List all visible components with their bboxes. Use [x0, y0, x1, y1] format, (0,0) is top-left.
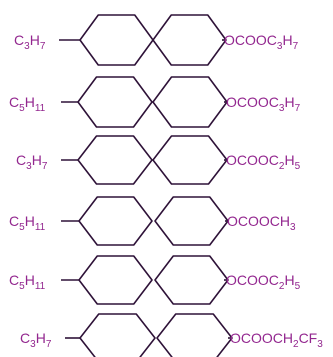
right-text: H: [282, 32, 292, 48]
left-text: C: [20, 330, 30, 346]
left-text: C: [14, 32, 24, 48]
left-subscript: 5: [19, 281, 25, 292]
cyclohexane-ring-1: [78, 255, 153, 305]
right-group-label: OCOOC3H7: [224, 32, 299, 52]
right-text: OCOOCH: [230, 330, 293, 346]
right-text: CF: [299, 330, 318, 346]
cyclohexane-ring-2: [152, 135, 228, 185]
cyclohexane-ring-1: [79, 313, 156, 357]
right-text: OCOOC: [226, 94, 279, 110]
right-subscript: 2: [293, 339, 299, 350]
left-group-label: C3H7: [14, 32, 46, 52]
left-subscript: 3: [26, 161, 32, 172]
right-subscript: 3: [277, 41, 283, 52]
left-text: H: [36, 330, 46, 346]
cyclohexane-ring-1: [77, 76, 153, 128]
left-text: H: [25, 94, 35, 110]
cyclohexane-ring-2: [152, 14, 227, 66]
left-subscript: 11: [35, 103, 46, 114]
right-text: H: [284, 272, 294, 288]
left-subscript: 5: [19, 222, 25, 233]
cyclohexane-ring-2: [154, 255, 229, 305]
left-subscript: 11: [35, 281, 46, 292]
right-text: H: [284, 94, 294, 110]
right-text: H: [284, 152, 294, 168]
right-group-label: OCOOCH2CF3: [230, 330, 323, 350]
right-text: OCOOC: [224, 32, 277, 48]
left-text: H: [25, 272, 35, 288]
left-subscript: 3: [24, 41, 30, 52]
compound-4: C5H11 OCOOCH3: [9, 196, 296, 246]
right-subscript: 5: [295, 281, 301, 292]
left-subscript: 7: [42, 161, 48, 172]
left-group-label: C5H11: [9, 272, 46, 292]
left-text: H: [32, 152, 42, 168]
left-group-label: C5H11: [9, 213, 46, 233]
cyclohexane-ring-1: [77, 135, 153, 185]
left-group-label: C3H7: [20, 330, 52, 350]
right-subscript: 7: [295, 103, 301, 114]
left-text: C: [9, 272, 19, 288]
right-subscript: 5: [295, 161, 301, 172]
right-group-label: OCOOC2H5: [226, 272, 301, 292]
right-subscript: 3: [290, 222, 296, 233]
left-text: C: [9, 94, 19, 110]
right-subscript: 3: [317, 339, 323, 350]
right-text: OCOOC: [226, 152, 279, 168]
cyclohexane-ring-2: [154, 196, 229, 246]
right-subscript: 7: [293, 41, 299, 52]
cyclohexane-ring-2: [156, 313, 233, 357]
right-text: OCOOCH: [227, 213, 290, 229]
left-group-label: C3H7: [16, 152, 48, 172]
left-subscript: 5: [19, 103, 25, 114]
left-text: H: [25, 213, 35, 229]
cyclohexane-ring-1: [78, 196, 153, 246]
right-subscript: 2: [279, 161, 285, 172]
left-text: C: [16, 152, 26, 168]
left-subscript: 11: [35, 222, 46, 233]
right-group-label: OCOOC3H7: [226, 94, 301, 114]
left-group-label: C5H11: [9, 94, 46, 114]
cyclohexane-ring-2: [152, 76, 228, 128]
right-group-label: OCOOC2H5: [226, 152, 301, 172]
right-text: OCOOC: [226, 272, 279, 288]
left-text: H: [30, 32, 40, 48]
cyclohexane-ring-1: [79, 14, 154, 66]
left-subscript: 7: [46, 339, 52, 350]
right-subscript: 2: [279, 281, 285, 292]
left-text: C: [9, 213, 19, 229]
right-subscript: 3: [279, 103, 285, 114]
right-group-label: OCOOCH3: [227, 213, 296, 233]
left-subscript: 7: [40, 41, 46, 52]
left-subscript: 3: [30, 339, 36, 350]
